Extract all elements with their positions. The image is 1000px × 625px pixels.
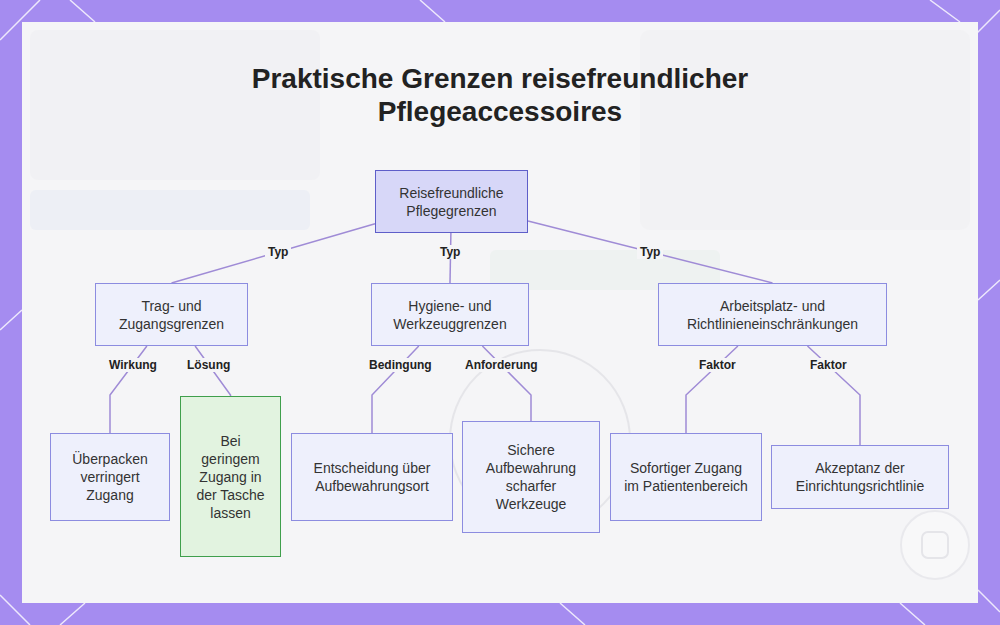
topic-box: Trag- und Zugangsgrenzen	[95, 283, 248, 346]
box-text: Entscheidung über Aufbewahrungsort	[302, 459, 442, 495]
topic-box: Hygiene- und Werkzeuggrenzen	[371, 283, 529, 346]
edge-label: Lösung	[184, 358, 233, 372]
topic-box: Überpacken verringert Zugang	[50, 433, 170, 521]
diagram-title: Praktische Grenzen reisefreundlicher Pfl…	[200, 62, 800, 128]
topic-box: Sofortiger Zugang im Patientenbereich	[610, 433, 762, 521]
edge-label: Faktor	[807, 358, 850, 372]
box-text: Akzeptanz der Einrichtungsrichtlinie	[782, 459, 938, 495]
box-text: Hygiene- und Werkzeuggrenzen	[382, 297, 518, 333]
box-text: Trag- und Zugangsgrenzen	[106, 297, 237, 333]
solution-box: Bei geringem Zugang in der Tasche lassen	[180, 396, 281, 557]
edge-label: Anforderung	[462, 358, 541, 372]
edge-label: Wirkung	[106, 358, 160, 372]
box-text: Arbeitsplatz- und Richtlinieneinschränku…	[669, 297, 876, 333]
edge-label: Bedingung	[366, 358, 435, 372]
box-text: Sichere Aufbewahrung scharfer Werkzeuge	[473, 441, 589, 513]
topic-box: Sichere Aufbewahrung scharfer Werkzeuge	[462, 421, 600, 533]
edge-label: Faktor	[696, 358, 739, 372]
box-text: Überpacken verringert Zugang	[61, 450, 159, 504]
box-text: Sofortiger Zugang im Patientenbereich	[621, 459, 751, 495]
topic-box: Entscheidung über Aufbewahrungsort	[291, 433, 453, 521]
root-box: Reisefreundliche Pflegegrenzen	[375, 170, 528, 233]
box-text: Bei geringem Zugang in der Tasche lassen	[191, 432, 270, 522]
connector-line	[172, 224, 376, 283]
topic-box: Arbeitsplatz- und Richtlinieneinschränku…	[658, 283, 887, 346]
edge-label: Typ	[437, 245, 463, 259]
topic-box: Akzeptanz der Einrichtungsrichtlinie	[771, 445, 949, 509]
connector-line	[686, 346, 738, 433]
edge-label: Typ	[637, 245, 663, 259]
box-text: Reisefreundliche Pflegegrenzen	[386, 184, 517, 220]
edge-label: Typ	[265, 245, 291, 259]
connector-line	[808, 346, 861, 445]
connector-line	[528, 221, 773, 283]
